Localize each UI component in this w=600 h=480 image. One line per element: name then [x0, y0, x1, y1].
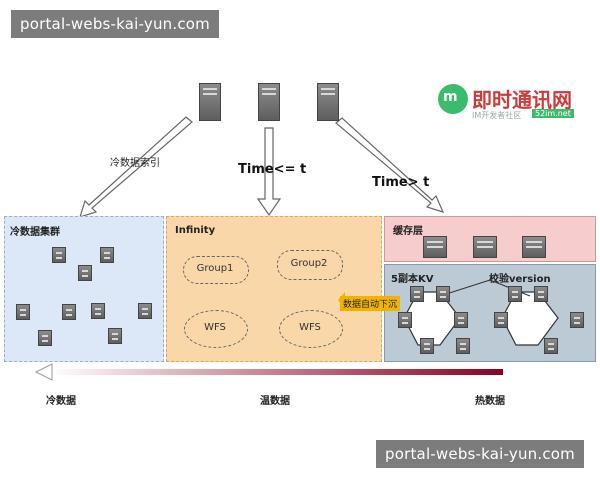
arrow-to-cache	[335, 117, 445, 213]
server-top-right-icon	[317, 83, 339, 121]
kv-server-icon	[494, 312, 508, 328]
cold-server-icon	[38, 330, 52, 346]
kv-server-icon	[534, 286, 548, 302]
kv-server-icon	[436, 286, 450, 302]
kv-server-icon	[508, 286, 522, 302]
logo-mark-icon: m	[438, 84, 468, 114]
logo-text: 即时通讯网	[472, 88, 572, 112]
infinity-title: Infinity	[175, 225, 216, 236]
cold-cluster-panel: 冷数据集群	[4, 216, 164, 362]
group2-label: Group2	[290, 258, 328, 269]
kv-server-icon	[570, 312, 584, 328]
cold-server-icon	[138, 303, 152, 319]
cold-cluster-title: 冷数据集群	[10, 227, 60, 238]
logo-subtitle: IM开发者社区	[472, 111, 522, 120]
wfs1-label: WFS	[204, 322, 226, 333]
watermark-top: portal-webs-kai-yun.com	[11, 10, 219, 38]
wfs2-label: WFS	[299, 322, 321, 333]
hot-data-label: 热数据	[475, 396, 505, 407]
server-top-left-icon	[199, 83, 221, 121]
time-le-label: Time<= t	[238, 162, 307, 177]
cache-layer-title: 缓存层	[393, 226, 423, 237]
group1-cloud-icon	[183, 256, 249, 284]
kv-server-icon	[420, 338, 434, 354]
cache-server-icon	[522, 236, 546, 258]
group2-cloud-icon	[277, 250, 343, 280]
cold-server-icon	[91, 303, 105, 319]
data-sink-label: 数据自动下沉	[340, 296, 401, 311]
group1-label: Group1	[196, 263, 234, 274]
temperature-arrow	[34, 363, 503, 381]
wfs1-ellipse	[184, 310, 248, 348]
cache-server-icon	[473, 236, 497, 258]
wfs2-ellipse	[279, 310, 343, 348]
logo-url: 52im.net	[532, 109, 574, 118]
arrow-to-infinity	[256, 127, 282, 217]
cold-index-label: 冷数据索引	[110, 158, 160, 169]
time-gt-label: Time> t	[372, 175, 430, 190]
kv-replica-title: 5副本KV	[391, 274, 434, 285]
cache-server-icon	[423, 236, 447, 258]
kv-server-icon	[456, 338, 470, 354]
kv-server-icon	[544, 338, 558, 354]
cold-server-icon	[100, 247, 114, 263]
kv-server-icon	[398, 312, 412, 328]
cold-server-icon	[62, 304, 76, 320]
warm-data-label: 温数据	[260, 396, 290, 407]
cold-server-icon	[108, 328, 122, 344]
version-check-label: 校验version	[489, 274, 551, 285]
arrow-to-cold	[79, 116, 193, 218]
cold-data-label: 冷数据	[46, 396, 76, 407]
cold-server-icon	[16, 304, 30, 320]
kv-server-icon	[454, 312, 468, 328]
brand-logo: m 即时通讯网 IM开发者社区 52im.net	[438, 82, 588, 128]
watermark-bottom: portal-webs-kai-yun.com	[376, 440, 584, 468]
cold-server-icon	[52, 247, 66, 263]
cold-server-icon	[78, 265, 92, 281]
server-top-middle-icon	[258, 83, 280, 121]
kv-server-icon	[410, 286, 424, 302]
